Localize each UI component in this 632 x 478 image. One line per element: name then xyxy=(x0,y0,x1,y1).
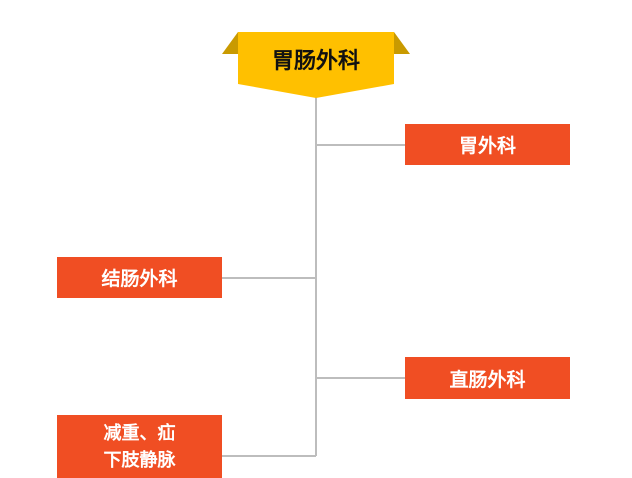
root-node: 胃肠外科 xyxy=(222,32,410,100)
node-rectal-surgery: 直肠外科 xyxy=(405,357,570,399)
root-left-wing xyxy=(222,32,238,54)
root-banner xyxy=(238,32,394,98)
node-stomach-surgery: 胃外科 xyxy=(405,124,570,165)
node-other-label-line1: 减重、疝 xyxy=(103,422,176,444)
root-right-wing xyxy=(394,32,410,54)
node-rectal-label: 直肠外科 xyxy=(449,368,526,391)
root-banner-shape xyxy=(222,32,410,98)
node-other-label-line2: 下肢静脉 xyxy=(103,449,176,471)
node-colon-label: 结肠外科 xyxy=(101,268,178,290)
root-label: 胃肠外科 xyxy=(271,49,360,74)
node-other-surgery: 减重、疝 下肢静脉 xyxy=(57,415,222,478)
node-colon-surgery: 结肠外科 xyxy=(57,257,222,298)
node-stomach-label: 胃外科 xyxy=(458,135,516,157)
